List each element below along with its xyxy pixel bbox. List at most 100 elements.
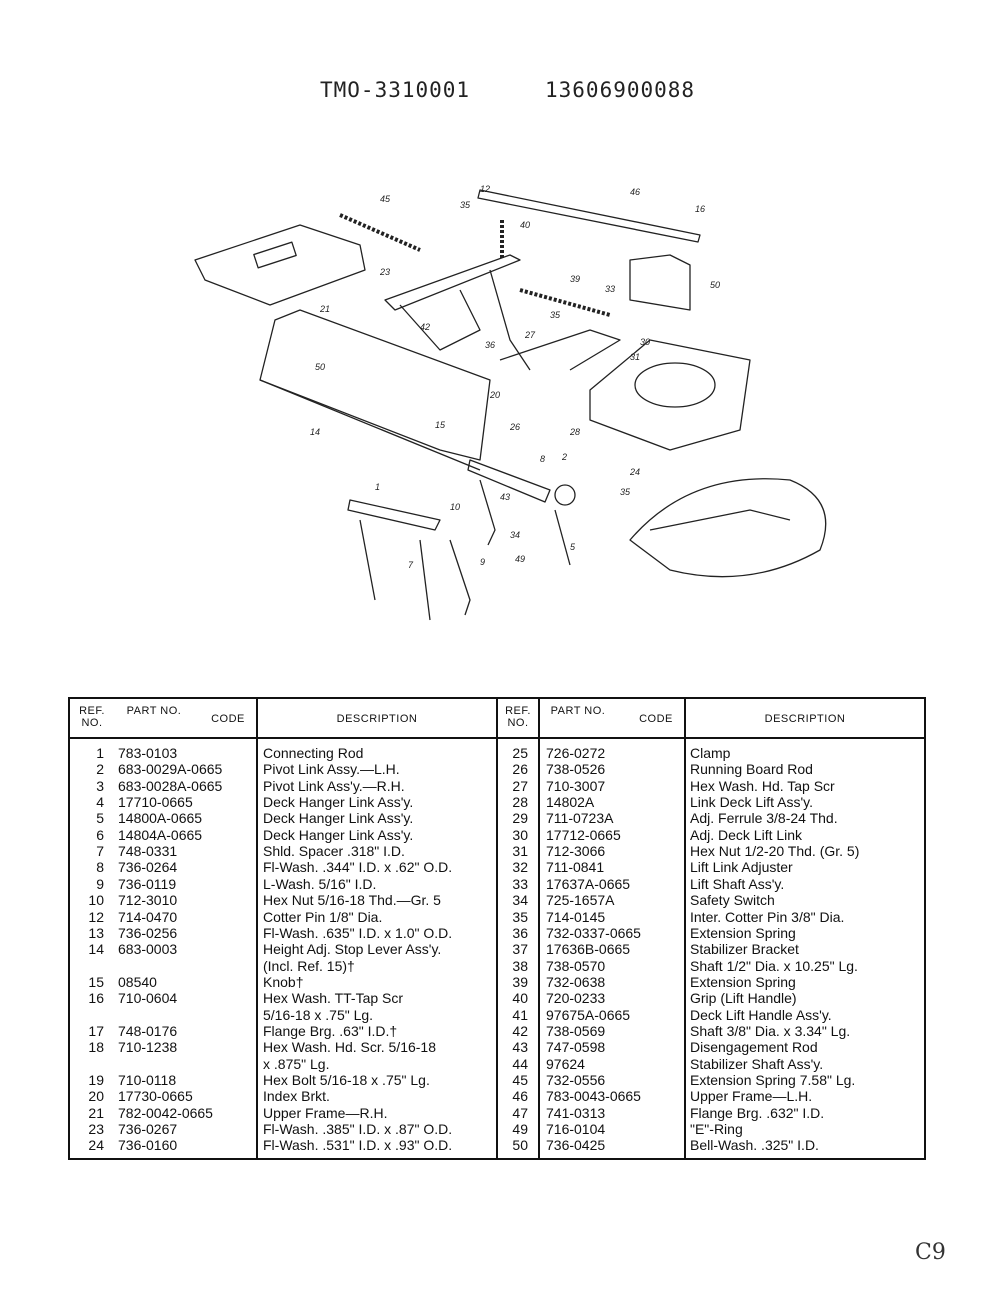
ref-no: 12: [88, 908, 104, 925]
part-no: 17637A-0665: [546, 875, 631, 892]
callout-34: 34: [510, 530, 520, 540]
part-no: 783-0043-0665: [546, 1088, 641, 1105]
part-description: Flange Brg. .63" I.D.†: [263, 1022, 398, 1039]
ref-no: 36: [512, 924, 528, 941]
model-code: TMO-3310001: [320, 78, 471, 102]
ref-no: 42: [512, 1022, 528, 1039]
part-no: 683-0029A-0665: [118, 761, 223, 778]
part-description: Stabilizer Shaft Ass'y.: [690, 1055, 824, 1072]
lower-link-left: [347, 499, 441, 531]
ref-no: 41: [512, 1006, 528, 1023]
part-no: 14802A: [546, 794, 595, 811]
part-description: Extension Spring 7.58" Lg.: [690, 1072, 856, 1088]
part-description: Flange Brg. .632" I.D.: [690, 1104, 825, 1121]
part-description: Disengagement Rod: [690, 1039, 818, 1056]
part-no: 726-0272: [546, 745, 606, 761]
ref-no: 24: [88, 1137, 104, 1154]
ref-no: 43: [512, 1039, 528, 1056]
ref-no: 45: [512, 1072, 528, 1088]
serial-code: 13606900088: [545, 78, 696, 102]
ref-no: 21: [88, 1104, 104, 1121]
part-no: 732-0638: [546, 973, 606, 990]
ref-no: 16: [88, 990, 104, 1007]
part-no: 712-3010: [118, 892, 178, 909]
part-no: 738-0569: [546, 1022, 606, 1039]
exploded-parts-diagram: 45 12 35 46 16 50 40 39 33 21 23 42 36 2…: [194, 184, 827, 621]
ref-no: 1: [96, 745, 104, 761]
ref-no: 7: [96, 843, 104, 860]
part-description: Fl-Wash. .635" I.D. x 1.0" O.D.: [263, 924, 453, 941]
part-description: Running Board Rod: [690, 761, 813, 778]
callout-43: 43: [500, 492, 510, 502]
callout-24: 24: [629, 467, 640, 477]
ref-no: 28: [512, 794, 528, 811]
header-part-no-2: PART NO.: [550, 705, 606, 717]
header-description-2: DESCRIPTION: [764, 713, 846, 725]
part-description: Hex Wash. Hd. Tap Scr: [690, 777, 835, 794]
part-description: Clamp: [690, 745, 731, 761]
callout-9: 9: [480, 557, 485, 567]
part-description: Deck Hanger Link Ass'y.: [263, 826, 414, 843]
ref-no: 38: [512, 957, 528, 974]
part-description: Extension Spring: [690, 973, 796, 990]
part-description: Shld. Spacer .318" I.D.: [263, 843, 405, 860]
part-no: 738-0570: [546, 957, 606, 974]
part-no: 732-0556: [546, 1072, 606, 1088]
callout-35: 35: [460, 200, 471, 210]
callout-40: 40: [520, 220, 530, 230]
corner-mark: C9: [915, 1240, 946, 1265]
part-no: 716-0104: [546, 1121, 606, 1138]
ref-no: 39: [512, 973, 528, 990]
part-description: Upper Frame—R.H.: [263, 1104, 388, 1121]
callout-35b: 35: [550, 310, 561, 320]
ref-no: 34: [512, 892, 528, 909]
part-description: Safety Switch: [690, 892, 775, 909]
ref-no: 49: [512, 1121, 528, 1138]
part-description: Fl-Wash. .344" I.D. x .62" O.D.: [263, 859, 453, 876]
part-no: 710-0118: [118, 1072, 177, 1088]
deck-plate: [589, 339, 751, 451]
ref-no: 9: [96, 875, 104, 892]
ref-no: 35: [512, 908, 528, 925]
part-description: x .875" Lg.: [263, 1055, 330, 1072]
part-no: 08540: [118, 973, 157, 990]
part-no: 710-3007: [546, 777, 606, 794]
part-no: 738-0526: [546, 761, 606, 778]
part-description: Deck Hanger Link Ass'y.: [263, 794, 414, 811]
part-description: (Incl. Ref. 15)†: [263, 957, 355, 974]
upper-frame-rh: [259, 309, 491, 461]
part-no: 710-1238: [118, 1039, 178, 1056]
part-description: Pivot Link Ass'y.—R.H.: [263, 777, 405, 794]
parts-table: REF. NO. PART NO. CODE DESCRIPTION REF. …: [68, 697, 926, 1160]
callout-50b: 50: [315, 362, 325, 372]
part-no: 14800A-0665: [118, 810, 203, 827]
ref-no: 19: [88, 1072, 104, 1088]
part-no: 14804A-0665: [118, 826, 203, 843]
part-no: 783-0103: [118, 745, 178, 761]
upper-plate-left: [194, 224, 366, 306]
callout-35c: 35: [620, 487, 631, 497]
part-no: 725-1657A: [546, 892, 615, 909]
callout-26: 26: [509, 422, 520, 432]
lower-bracket: [467, 459, 551, 503]
part-description: Hex Nut 1/2-20 Thd. (Gr. 5): [690, 843, 860, 860]
part-no: 97675A-0665: [546, 1006, 631, 1023]
part-no: 736-0119: [118, 875, 177, 892]
part-description: Deck Hanger Link Ass'y.: [263, 810, 414, 827]
part-no: 782-0042-0665: [118, 1104, 213, 1121]
part-description: Hex Nut 5/16-18 Thd.—Gr. 5: [263, 892, 441, 909]
part-no: 714-0470: [118, 908, 178, 925]
